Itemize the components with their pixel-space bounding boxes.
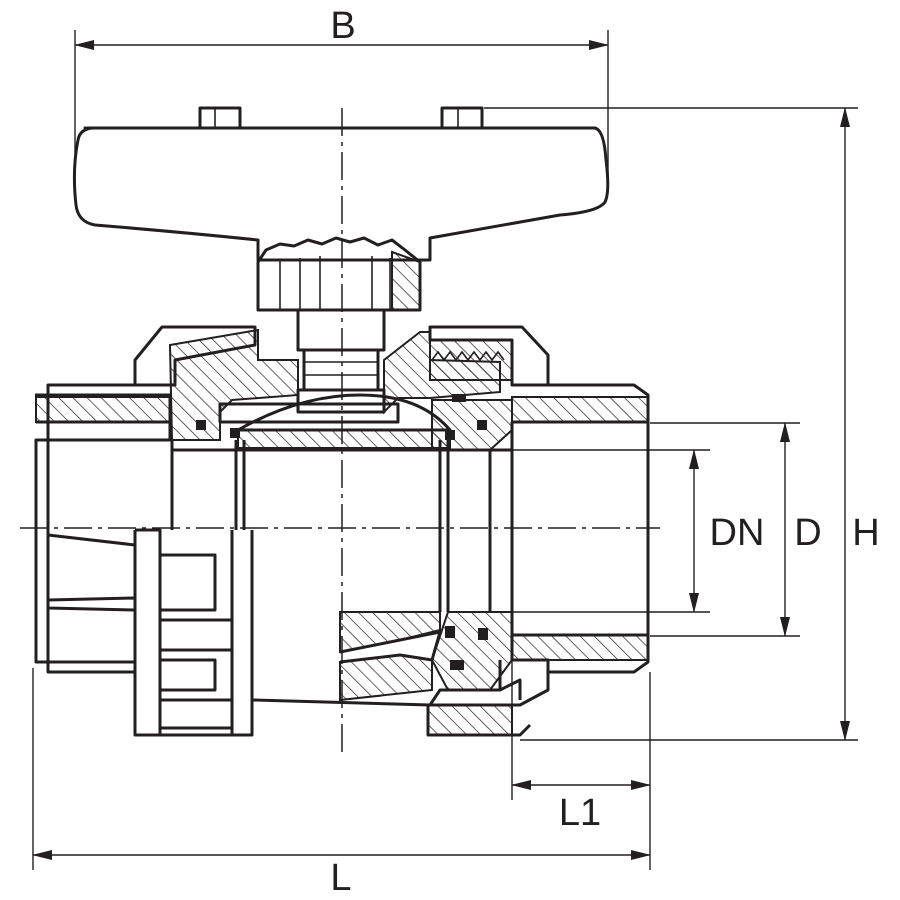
handle-lug-right — [440, 106, 484, 130]
o-ring — [478, 628, 488, 640]
dimension-labels: B H L L1 DN D — [330, 5, 879, 899]
o-ring — [230, 428, 240, 438]
center-lines — [20, 108, 660, 755]
o-ring — [445, 430, 455, 440]
o-ring — [477, 420, 487, 430]
label-dn: DN — [710, 512, 765, 554]
o-ring — [196, 420, 206, 430]
lower-body — [250, 530, 550, 737]
o-ring — [450, 660, 464, 670]
o-ring — [445, 626, 455, 638]
label-l: L — [330, 857, 351, 899]
label-l1: L1 — [559, 792, 601, 834]
label-h: H — [852, 512, 879, 554]
handle-lug-left — [198, 106, 242, 130]
handle — [72, 106, 610, 312]
left-union-nut — [46, 528, 254, 737]
label-b: B — [330, 5, 355, 47]
end-connectors — [34, 383, 650, 674]
dimension-lines — [32, 30, 858, 870]
o-ring — [452, 394, 466, 402]
upper-body — [133, 325, 550, 451]
label-d: D — [794, 512, 821, 554]
